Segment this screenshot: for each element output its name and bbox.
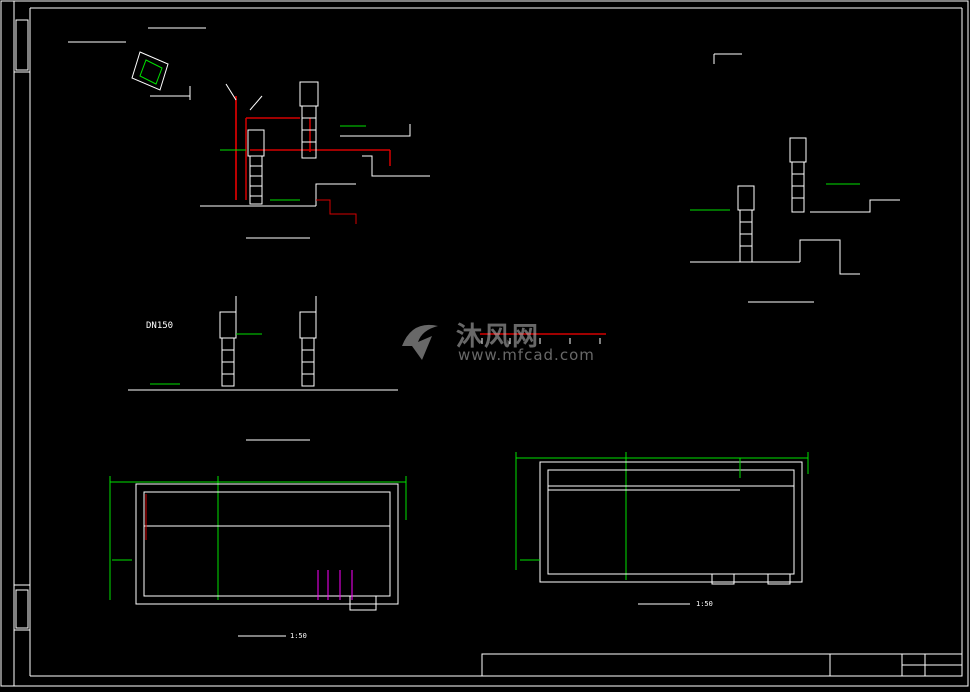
scale-label-1: 1:50 xyxy=(290,632,307,640)
title-block xyxy=(481,653,963,677)
watermark-logo-icon xyxy=(402,324,438,360)
pump-room-section-2 xyxy=(690,53,900,275)
tank-section-2 xyxy=(515,452,809,585)
pipe-plan-detail xyxy=(68,27,206,100)
watermark-url: www.mfcad.com xyxy=(458,346,595,364)
caption-underlines xyxy=(238,237,814,637)
watermark: 沐风网 www.mfcad.com xyxy=(392,316,595,368)
watermark-name: 沐风网 xyxy=(456,322,541,352)
pump-room-section-1 xyxy=(200,81,430,224)
tank-section-1 xyxy=(109,476,407,611)
pipe-run-center xyxy=(480,333,606,344)
scale-label-2: 1:50 xyxy=(696,600,713,608)
pump-elevation xyxy=(128,296,398,391)
dn150-label: DN150 xyxy=(146,321,174,331)
